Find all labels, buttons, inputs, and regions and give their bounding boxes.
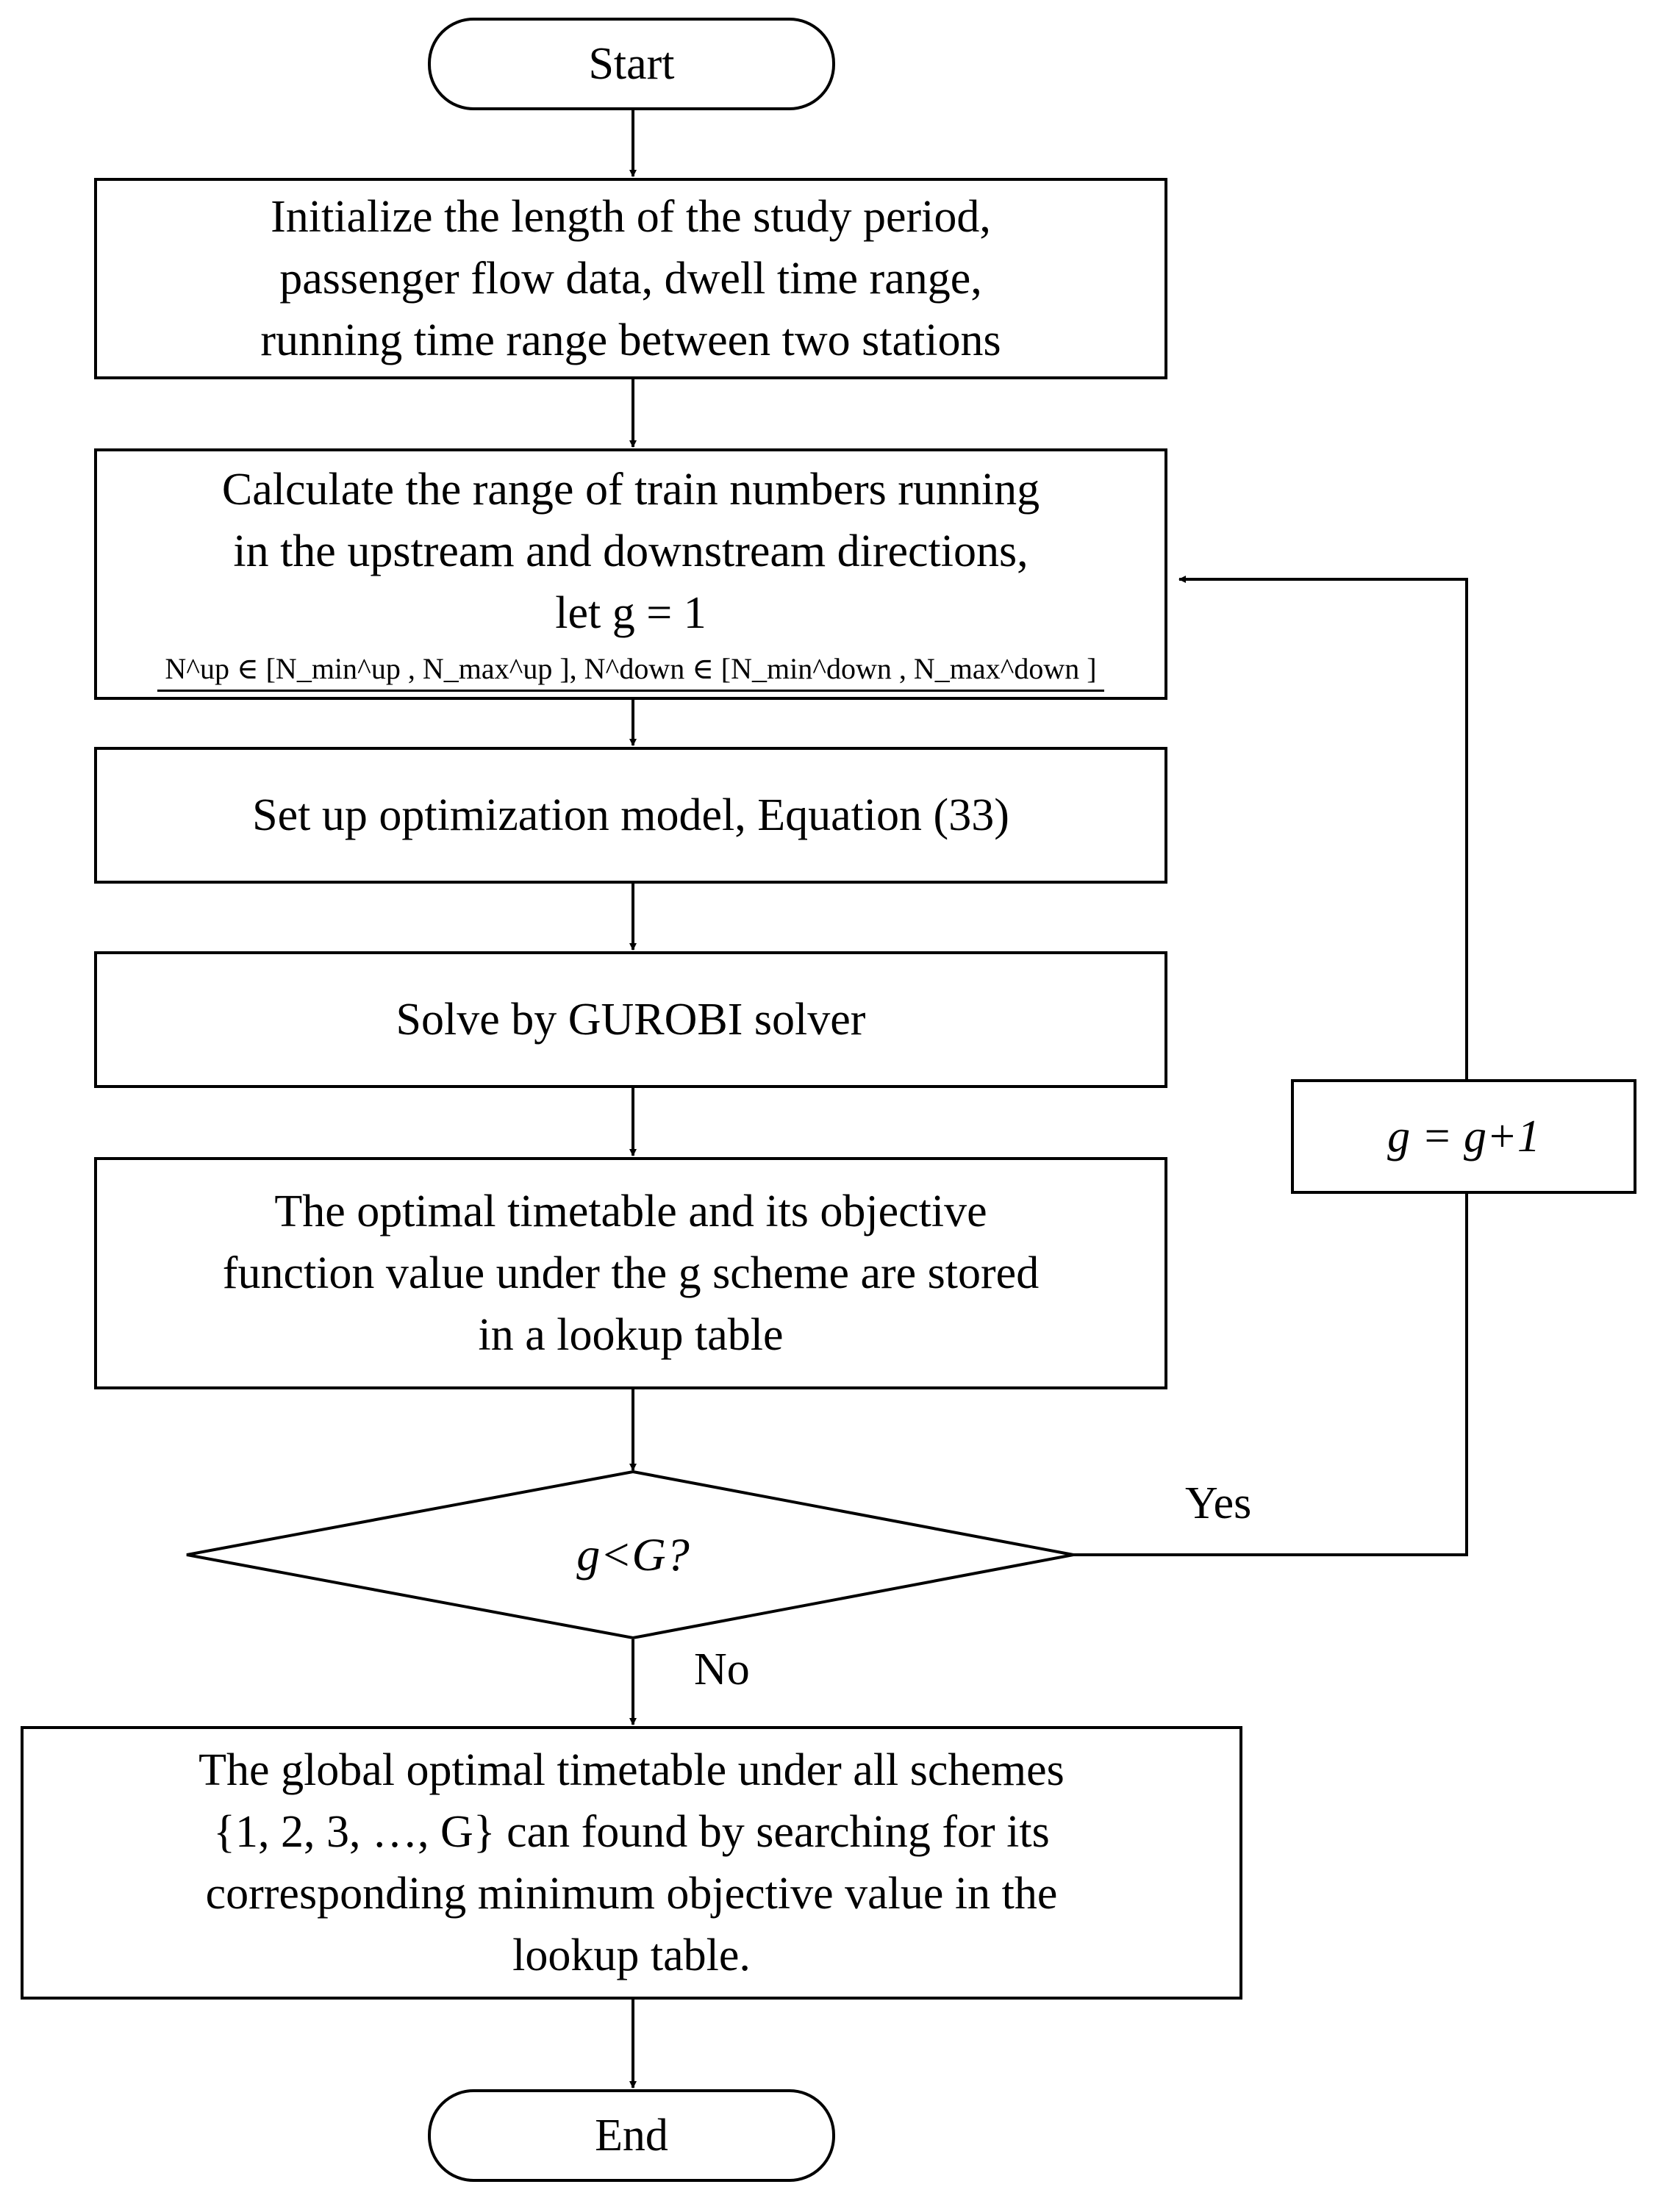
solve-box: Solve by GUROBI solver (94, 951, 1167, 1088)
initialize-line-2: passenger flow data, dwell time range, (279, 254, 982, 304)
global-optimal-box: The global optimal timetable under all s… (21, 1726, 1242, 2000)
initialize-line-3: running time range between two stations (260, 315, 1001, 365)
decision-label: g<G? (576, 1528, 690, 1581)
calculate-line-2: in the upstream and downstream direction… (233, 526, 1028, 576)
global-line-2: {1, 2, 3, …, G} can found by searching f… (213, 1807, 1050, 1857)
setup-model-label: Set up optimization model, Equation (33) (252, 790, 1009, 840)
initialize-box: Initialize the length of the study perio… (94, 178, 1167, 379)
train-number-range-formula: N^up ∈ [N_min^up , N_max^up ], N^down ∈ … (157, 648, 1104, 692)
end-terminal: End (428, 2089, 835, 2182)
store-line-3: in a lookup table (478, 1310, 784, 1360)
start-terminal: Start (428, 18, 835, 110)
start-label: Start (588, 39, 675, 89)
global-line-4: lookup table. (512, 1930, 751, 1980)
global-line-3: corresponding minimum objective value in… (205, 1869, 1058, 1919)
global-line-1: The global optimal timetable under all s… (198, 1745, 1065, 1795)
arrow-increment-to-calculate (1178, 576, 1468, 1081)
calculate-line-3: let g = 1 (555, 588, 706, 638)
store-line-2: function value under the g scheme are st… (222, 1248, 1040, 1298)
connector-yes-to-increment (1073, 1194, 1468, 1556)
calculate-box: Calculate the range of train numbers run… (94, 448, 1167, 700)
increment-label: g = g+1 (1387, 1112, 1540, 1162)
calculate-line-1: Calculate the range of train numbers run… (221, 465, 1040, 515)
yes-label: Yes (1185, 1478, 1252, 1528)
setup-model-box: Set up optimization model, Equation (33) (94, 747, 1167, 884)
increment-box: g = g+1 (1291, 1079, 1636, 1194)
decision-diamond (186, 1470, 1074, 1640)
initialize-line-1: Initialize the length of the study perio… (271, 192, 991, 242)
store-line-1: The optimal timetable and its objective (274, 1186, 987, 1236)
store-box: The optimal timetable and its objective … (94, 1157, 1167, 1389)
no-label: No (694, 1644, 750, 1694)
solve-label: Solve by GUROBI solver (396, 995, 866, 1045)
end-label: End (595, 2111, 668, 2161)
